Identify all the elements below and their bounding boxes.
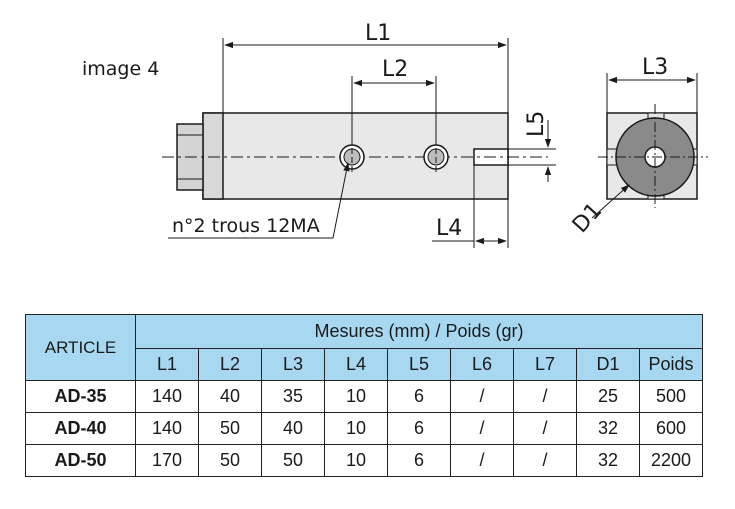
- dim-label-d1: D1: [568, 198, 607, 238]
- holes-note: n°2 trous 12MA: [172, 215, 320, 237]
- table-cell: 500: [639, 380, 703, 413]
- table-cell: 35: [261, 380, 325, 413]
- col-header-l7: L7: [513, 348, 577, 381]
- table-cell: /: [450, 380, 514, 413]
- end-view: L3 D1: [568, 55, 708, 238]
- dim-label-l3: L3: [642, 55, 668, 80]
- table-cell: /: [450, 444, 514, 477]
- dim-label-l4: L4: [436, 216, 462, 241]
- col-header-l1: L1: [135, 348, 199, 381]
- col-header-l5: L5: [387, 348, 451, 381]
- table-cell: 50: [261, 444, 325, 477]
- table-row: AD-35 140 40 35 10 6 / / 25 500: [25, 380, 703, 413]
- threaded-hole-2: [423, 139, 449, 175]
- table-cell: 10: [324, 444, 388, 477]
- table-cell: /: [450, 412, 514, 445]
- table-cell: /: [513, 380, 577, 413]
- article-cell: AD-40: [25, 412, 136, 445]
- group-header: Mesures (mm) / Poids (gr): [135, 314, 703, 349]
- table-cell: 32: [576, 412, 640, 445]
- threaded-hole-1: [339, 139, 365, 175]
- col-header-d1: D1: [576, 348, 640, 381]
- table-row: AD-40 140 50 40 10 6 / / 32 600: [25, 412, 703, 445]
- table-cell: 50: [198, 444, 262, 477]
- table-cell: 140: [135, 412, 199, 445]
- table-cell: 32: [576, 444, 640, 477]
- table-cell: 170: [135, 444, 199, 477]
- col-header-l2: L2: [198, 348, 262, 381]
- side-view: L1 L2 L5 L4 n°2 trous 12MA: [162, 21, 556, 248]
- shoulder: [202, 112, 224, 200]
- article-cell: AD-35: [25, 380, 136, 413]
- note-leader: [168, 162, 350, 239]
- table-cell: 40: [261, 412, 325, 445]
- article-header: ARTICLE: [25, 314, 136, 381]
- table-cell: 6: [387, 412, 451, 445]
- table-cell: 2200: [639, 444, 703, 477]
- table-cell: 10: [324, 380, 388, 413]
- table-header-row: ARTICLE Mesures (mm) / Poids (gr): [25, 314, 703, 381]
- col-header-l4: L4: [324, 348, 388, 381]
- table-row: AD-50 170 50 50 10 6 / / 32 2200: [25, 444, 703, 477]
- table-cell: 25: [576, 380, 640, 413]
- table-cell: 6: [387, 444, 451, 477]
- table-cell: /: [513, 444, 577, 477]
- table-cell: 140: [135, 380, 199, 413]
- col-header-poids: Poids: [639, 348, 703, 381]
- table-cell: 600: [639, 412, 703, 445]
- col-header-l6: L6: [450, 348, 514, 381]
- figure-caption: image 4: [82, 58, 160, 80]
- dim-label-l5: L5: [524, 111, 549, 137]
- table-cell: 6: [387, 380, 451, 413]
- table-cell: /: [513, 412, 577, 445]
- table-cell: 50: [198, 412, 262, 445]
- col-header-l3: L3: [261, 348, 325, 381]
- spec-table: ARTICLE Mesures (mm) / Poids (gr) L1 L2 …: [25, 314, 703, 477]
- table-cell: 10: [324, 412, 388, 445]
- article-cell: AD-50: [25, 444, 136, 477]
- dim-label-l1: L1: [365, 21, 391, 46]
- dim-label-l2: L2: [382, 57, 408, 82]
- d1-leader: [591, 184, 630, 219]
- table-cell: 40: [198, 380, 262, 413]
- technical-drawing: L1 L2 L5 L4 n°2 trous 12MA: [162, 21, 708, 248]
